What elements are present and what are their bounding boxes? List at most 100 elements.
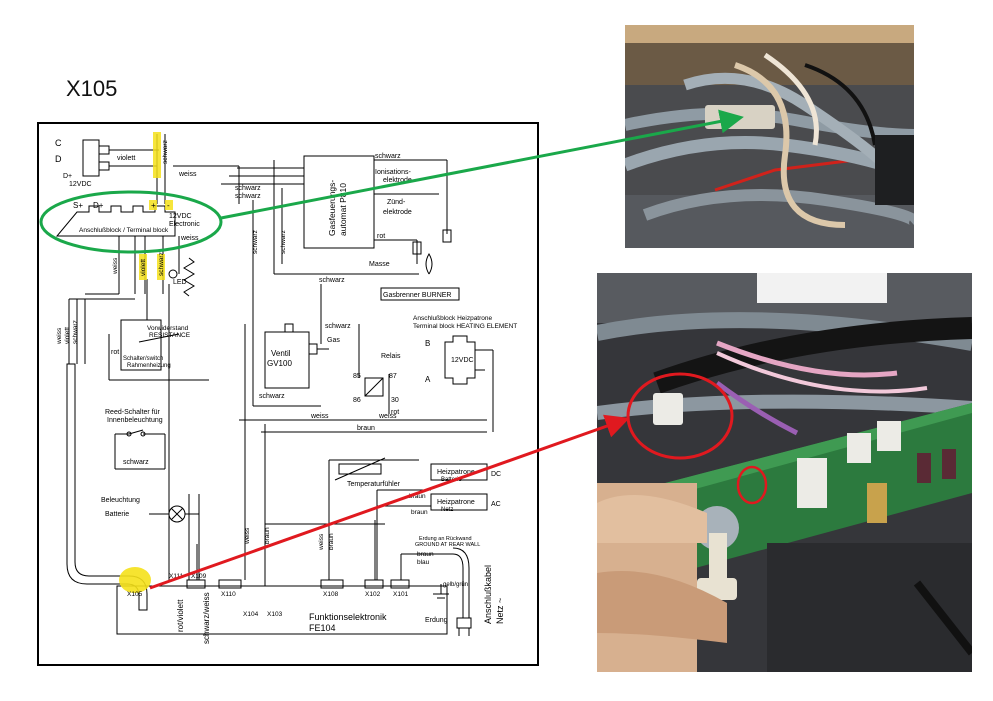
label-braun-v: braun [264, 527, 271, 544]
label-minus: - [167, 201, 170, 210]
label-schwarz-low: schwarz [259, 393, 285, 400]
label-ac: AC [491, 501, 501, 508]
label-braun-heiz: braun [409, 493, 426, 500]
label-gas-2: automat P810 [338, 183, 348, 236]
label-weiss-tb: weiss [112, 257, 119, 275]
label-r85: 85 [353, 373, 361, 380]
photo-terminal-block-wiring [625, 25, 914, 248]
label-schwarz-v1: schwarz [252, 230, 259, 254]
label-funktion-1: Funktionselektronik [309, 612, 387, 622]
schematic-drawing: C D D+ 12VDC violett weiss S+ D+ + - Ans… [55, 132, 517, 644]
label-schwarz-v2: schwarz [280, 230, 287, 254]
label-rot-gas: rot [377, 233, 385, 240]
label-d: D [55, 154, 62, 164]
label-heat-1: Anschlußblock Heizpatrone [413, 315, 493, 322]
label-schwarz-burner: schwarz [319, 277, 345, 284]
label-violett-tb: violett [140, 259, 147, 276]
label-12vdc-electronic: 12VDC [169, 213, 192, 220]
label-erdung-2: GROUND AT REAR WALL [415, 542, 480, 548]
label-weiss-top: weiss [178, 171, 197, 178]
highlight-x105 [119, 567, 151, 593]
photo-terminal-drawing [625, 25, 914, 248]
label-beleuchtung: Beleuchtung [101, 497, 140, 504]
label-burner: Gasbrenner BURNER [383, 292, 451, 299]
label-x103: X103 [267, 611, 283, 618]
label-heiz-ac-1: Heizpatrone [437, 499, 475, 506]
label-schwarz-reed: schwarz [123, 459, 149, 466]
white-connector [797, 458, 827, 508]
label-plus: + [151, 201, 156, 210]
label-resistor-2: RESISTANCE [149, 332, 191, 339]
label-c: C [55, 138, 62, 148]
label-reed-1: Reed-Schalter für [105, 409, 161, 416]
label-x109: X109 [191, 573, 207, 580]
label-weiss-left: weiss [56, 327, 63, 345]
label-gv100: GV100 [267, 359, 292, 368]
label-schwarz-topv: schwarz [162, 140, 169, 164]
label-temp: Temperaturfühler [347, 481, 401, 488]
page-title: X105 [66, 76, 118, 101]
label-switch-2: Rahmenheizung [127, 363, 171, 369]
label-weiss-right: weiss [180, 235, 199, 242]
label-heat-2: Terminal block HEATING ELEMENT [413, 323, 517, 330]
label-led: LED [173, 279, 187, 286]
photo-circuit-board-x105 [597, 273, 972, 672]
label-reed-2: Innenbeleuchtung [107, 417, 163, 424]
label-weiss-mid: weiss [310, 413, 329, 420]
label-funktion-2: FE104 [309, 623, 336, 633]
label-x111: X111 [169, 573, 184, 580]
label-gas: Gas [327, 337, 340, 344]
label-zuend-1: Zünd- [387, 199, 406, 206]
label-dc: DC [491, 471, 501, 478]
label-heiz-dc-2: Batterie [441, 477, 462, 483]
label-blau: blau [417, 559, 430, 566]
label-violett-top: violett [117, 155, 135, 162]
label-relais: Relais [381, 353, 401, 360]
label-schwarz-left: schwarz [72, 320, 79, 344]
label-x108: X108 [323, 591, 339, 598]
highlight-violett [139, 254, 147, 280]
label-x102: X102 [365, 591, 381, 598]
label-ion-1: Ionisations- [375, 169, 411, 176]
label-anschluss: Anschlußkabel [483, 565, 493, 624]
label-braun-heiz2: braun [411, 509, 428, 516]
highlight-schwarz [157, 254, 165, 280]
label-a: A [425, 375, 431, 384]
label-batterie: Batterie [105, 511, 129, 518]
label-electronic: Electronic [169, 221, 200, 228]
label-ion-2: elektrode [383, 177, 412, 184]
label-braun-mid: braun [357, 425, 375, 432]
label-netz: Netz ~ [495, 598, 505, 624]
label-x104: X104 [243, 611, 259, 618]
label-switch-1: Schalter/switch [123, 356, 163, 362]
label-d-plus-top: D+ [63, 173, 72, 180]
label-resistor-1: Vorwiderstand [147, 325, 189, 332]
label-heiz-dc-1: Heizpatrone [437, 469, 475, 476]
wiring-schematic: C D D+ 12VDC violett weiss S+ D+ + - Ans… [37, 122, 539, 666]
label-d-plus: D+ [93, 201, 104, 210]
label-gas-1: Gasfeuerungs- [327, 180, 337, 236]
label-ventil: Ventil [271, 349, 291, 358]
label-violett-left: violett [64, 327, 71, 344]
label-heiz-ac-2: Netz [441, 507, 453, 513]
label-terminal-block: Anschlußblock / Terminal block [79, 227, 169, 234]
label-rot-violett: rot/violett [176, 599, 185, 632]
label-rot-relay: rot [391, 409, 399, 416]
label-weiss-mid2: weiss [378, 413, 397, 420]
label-schwarz-ventil: schwarz [325, 323, 351, 330]
label-x101: X101 [393, 591, 409, 598]
label-x110: X110 [221, 591, 236, 598]
label-12vdc-top: 12VDC [69, 181, 92, 188]
label-gelbgruen: gelb/grün [443, 582, 468, 588]
photo-board-drawing [597, 273, 972, 672]
label-braun-mains: braun [417, 551, 434, 558]
highlight-schwarz-top [153, 132, 161, 178]
label-schwarz-1: schwarz [235, 185, 261, 192]
label-x105: X105 [127, 591, 143, 598]
label-rot-left: rot [111, 349, 119, 356]
label-zuend-2: elektrode [383, 209, 412, 216]
label-schwarz-2: schwarz [235, 193, 261, 200]
label-masse: Masse [369, 261, 390, 268]
label-schwarz-tb: schwarz [158, 252, 165, 276]
label-r30: 30 [391, 397, 399, 404]
